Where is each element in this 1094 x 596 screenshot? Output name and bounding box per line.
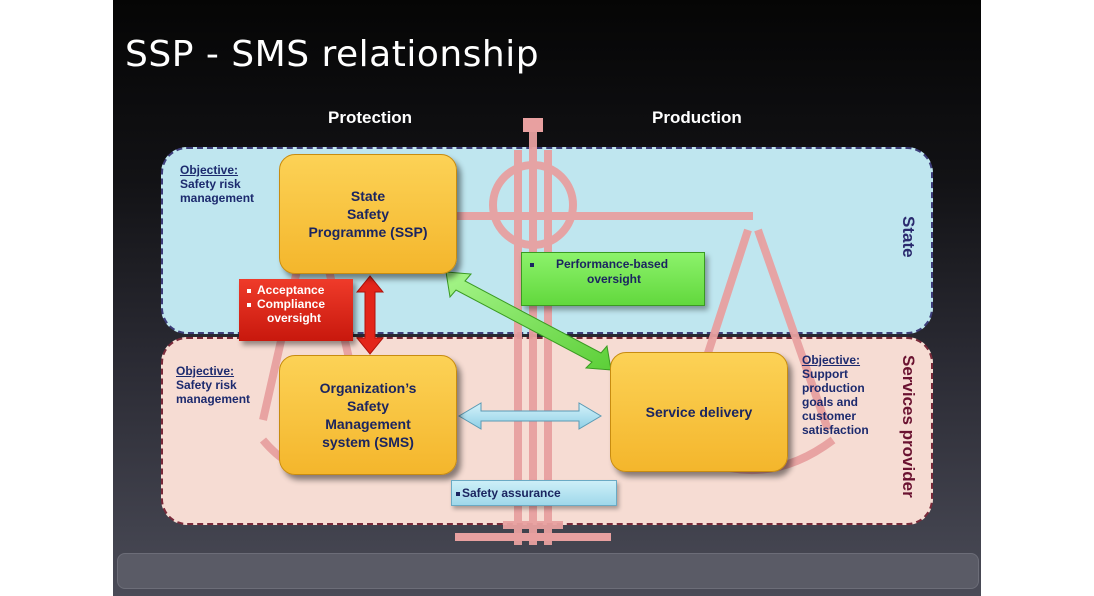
- callout-line: Acceptance: [257, 283, 325, 297]
- objective-provider-right-line: goals and: [802, 395, 859, 409]
- callout-line: Safety assurance: [462, 486, 561, 500]
- ssp-box-line: State: [350, 188, 386, 204]
- objective-provider-right-line: Support: [802, 367, 848, 381]
- slide-footer-bar: [117, 553, 979, 589]
- ssp-box-line: Safety: [346, 206, 389, 222]
- objective-provider-left-heading: Objective:: [176, 364, 235, 378]
- blue-double-arrow: [458, 402, 602, 430]
- objective-provider-right-line: customer: [802, 409, 857, 423]
- bullet-icon: [247, 288, 251, 293]
- column-heading-protection: Protection: [328, 108, 413, 127]
- acceptance-compliance-callout: Acceptance Compliance oversight: [239, 279, 353, 341]
- callout-line: Compliance: [257, 297, 326, 311]
- services-provider-label: Services provider: [899, 355, 918, 498]
- objective-state-heading: Objective:: [180, 163, 239, 177]
- sms-box: Organization’s Safety Management system …: [279, 355, 457, 475]
- objective-provider-right-heading: Objective:: [802, 353, 861, 367]
- callout-line: Performance-based: [556, 257, 669, 271]
- objective-provider-right-line: production: [802, 381, 865, 395]
- state-label: State: [899, 216, 918, 258]
- slide-title: SSP - SMS relationship: [125, 34, 540, 75]
- safety-assurance-callout: Safety assurance: [451, 480, 617, 506]
- column-heading-production: Production: [652, 108, 742, 127]
- ssp-box-line: Programme (SSP): [308, 224, 428, 240]
- bullet-icon: [530, 262, 534, 267]
- sms-box-line: Organization’s: [319, 380, 417, 396]
- bullet-icon: [247, 302, 251, 307]
- sms-box-line: system (SMS): [322, 434, 414, 450]
- callout-line: oversight: [267, 311, 322, 325]
- callout-line: oversight: [586, 272, 641, 286]
- performance-based-oversight-callout: Performance-based oversight: [521, 252, 705, 306]
- service-delivery-label: Service delivery: [645, 404, 753, 420]
- objective-state-line: management: [180, 191, 255, 205]
- slide: SSP - SMS relationship Protection Produc…: [113, 0, 981, 596]
- objective-state-line: Safety risk: [180, 177, 241, 191]
- objective-provider-left: Objective: Safety risk management: [176, 364, 250, 406]
- objective-provider-left-line: Safety risk: [176, 378, 237, 392]
- objective-provider-right: Objective: Support production goals and …: [802, 353, 869, 437]
- objective-provider-left-line: management: [176, 392, 251, 406]
- service-delivery-box: Service delivery: [610, 352, 788, 472]
- objective-provider-right-line: satisfaction: [802, 423, 869, 437]
- sms-box-line: Management: [325, 416, 411, 432]
- sms-box-line: Safety: [346, 398, 390, 414]
- objective-state: Objective: Safety risk management: [180, 163, 254, 205]
- red-double-arrow: [355, 275, 385, 355]
- bullet-icon: [456, 491, 460, 496]
- ssp-box: State Safety Programme (SSP): [279, 154, 457, 274]
